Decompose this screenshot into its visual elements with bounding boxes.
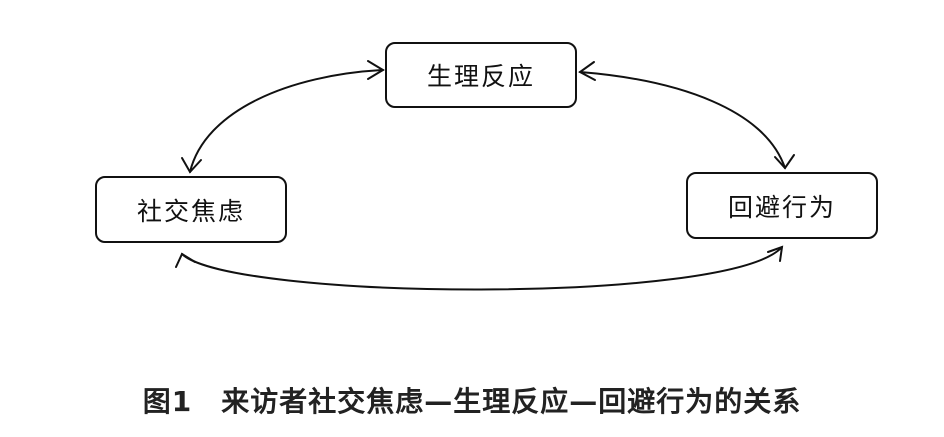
arrowhead-avoid-top — [774, 154, 795, 170]
arrowhead-physio-right — [578, 61, 596, 81]
arrowhead-anxiety-bottom — [175, 252, 196, 268]
arrow-anxiety-physio — [189, 69, 384, 173]
node-social-anxiety: 社交焦虑 — [95, 176, 287, 243]
arrows-layer — [175, 60, 795, 291]
arrowhead-anxiety-top — [181, 157, 202, 174]
arrow-physio-avoid — [579, 71, 786, 169]
arrow-anxiety-avoid — [181, 246, 783, 291]
node-avoidance-behavior: 回避行为 — [686, 172, 878, 239]
figure-caption: 图1 来访者社交焦虑—生理反应—回避行为的关系 — [142, 385, 802, 418]
node-physiological-response: 生理反应 — [385, 42, 577, 108]
relationship-diagram: 生理反应 社交焦虑 回避行为 — [95, 42, 878, 291]
arrowhead-physio-left — [367, 60, 385, 80]
arrowhead-avoid-bottom — [767, 245, 784, 262]
